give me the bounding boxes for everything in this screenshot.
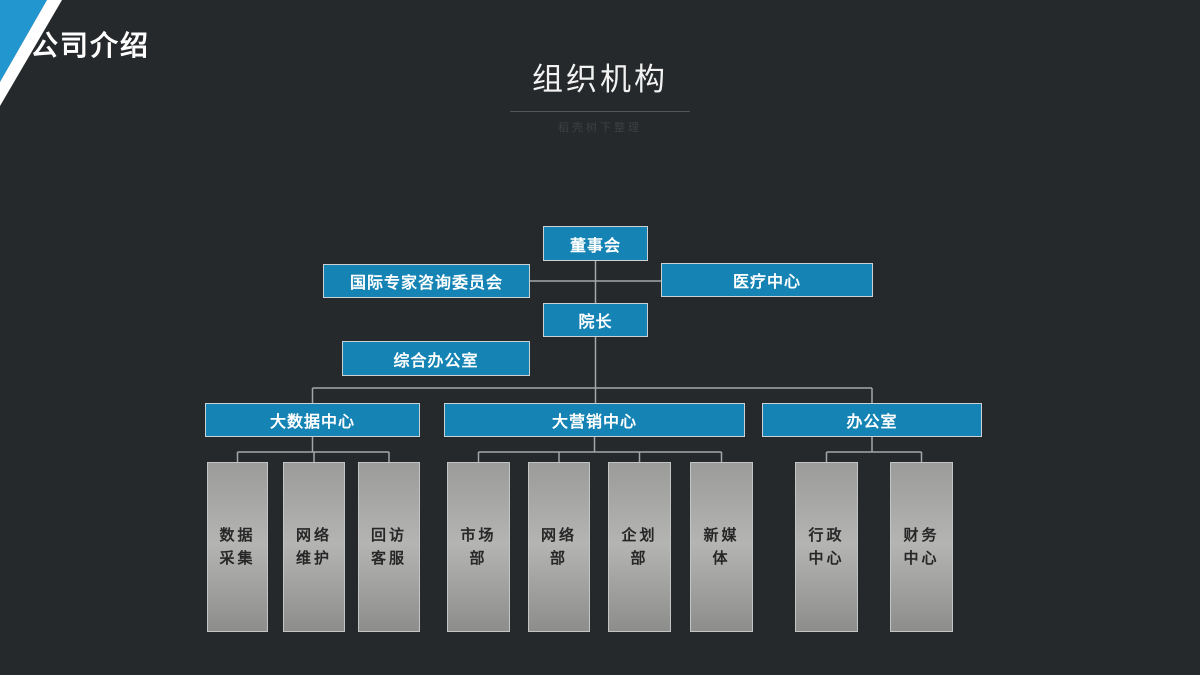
dept-label: 市场部: [460, 526, 497, 567]
dept-label: 行政中心: [808, 526, 845, 567]
org-node-big-data-center: 大数据中心: [205, 403, 420, 437]
corner-accent-icon: [0, 0, 62, 106]
dept-label: 企划部: [621, 526, 658, 567]
dept-label: 新媒体: [703, 526, 740, 567]
org-dept-callback-service: 回访客服: [358, 462, 420, 632]
org-dept-network: 网络部: [528, 462, 590, 632]
page-title: 公司介绍: [30, 30, 151, 61]
watermark-text: 稻壳树下整理: [558, 122, 642, 134]
org-node-marketing-center: 大营销中心: [444, 403, 745, 437]
org-node-dean: 院长: [543, 303, 648, 337]
org-dept-market: 市场部: [447, 462, 510, 632]
org-node-general-office: 综合办公室: [342, 341, 530, 376]
slide-heading: 组织机构 稻壳树下整理: [0, 54, 1200, 135]
dept-label: 网络部: [540, 526, 577, 567]
org-dept-network-maintenance: 网络维护: [283, 462, 345, 632]
org-node-office: 办公室: [762, 403, 982, 437]
dept-label: 回访客服: [370, 526, 407, 567]
org-dept-admin-center: 行政中心: [795, 462, 858, 632]
org-node-board: 董事会: [543, 226, 648, 261]
org-node-medical-center: 医疗中心: [661, 263, 873, 297]
slide-title: 组织机构: [532, 62, 668, 97]
org-dept-data-collection: 数据采集: [207, 462, 268, 632]
org-node-advisory-committee: 国际专家咨询委员会: [323, 264, 530, 298]
title-divider: [510, 111, 690, 112]
dept-label: 网络维护: [295, 526, 332, 567]
dept-label: 财务中心: [903, 526, 940, 567]
org-dept-new-media: 新媒体: [690, 462, 753, 632]
dept-label: 数据采集: [219, 526, 256, 567]
org-dept-finance-center: 财务中心: [890, 462, 953, 632]
org-dept-planning: 企划部: [608, 462, 671, 632]
